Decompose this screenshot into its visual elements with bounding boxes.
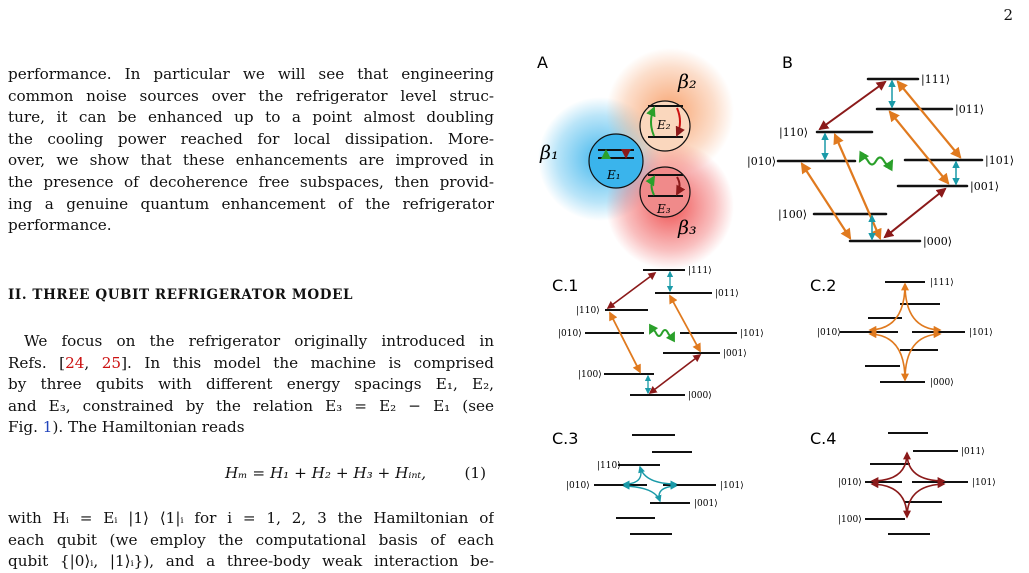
beta-1: β₁ xyxy=(539,142,559,164)
text-line: each qubit (we employ the computational … xyxy=(8,530,494,549)
qubit-1-circle xyxy=(588,133,644,189)
energy-label-3: E₃ xyxy=(656,202,671,216)
section-heading: II. THREE QUBIT REFRIGERATOR MODEL xyxy=(8,287,354,303)
text-line: qubit {|0⟩ᵢ, |1⟩ᵢ}), and a three-body we… xyxy=(8,552,494,571)
text-line: the presence of decoherence free subspac… xyxy=(8,172,494,191)
ket-101: |101⟩ xyxy=(740,329,764,339)
ket-001: |001⟩ xyxy=(723,349,747,359)
figure-1: A B C.1 C.2 C.3 C.4 β₁ β₂ β₃ E₁ E₂ E₃ xyxy=(537,48,1014,535)
panel-label-b: B xyxy=(782,53,793,72)
text-line: and E₃, constrained by the relation E₃ =… xyxy=(8,396,494,415)
ket-101: |101⟩ xyxy=(720,481,744,491)
citation-link-25[interactable]: 25 xyxy=(101,353,122,372)
ket-100: |100⟩ xyxy=(578,370,602,380)
energy-label-1: E₁ xyxy=(606,168,621,182)
text-line-with-figref: Fig. 1). The Hamiltonian reads xyxy=(8,417,494,439)
ket-101: |101⟩ xyxy=(969,328,993,338)
panel-label-a: A xyxy=(537,53,548,72)
paragraph-1: performance. In particular we will see t… xyxy=(8,64,494,237)
equation-body: Hₘ = H₁ + H₂ + H₃ + Hᵢₙₜ, xyxy=(225,464,427,482)
panel-c3-energy-diagram: |110⟩ |010⟩ |101⟩ |001⟩ xyxy=(566,434,744,535)
equation-1: Hₘ = H₁ + H₂ + H₃ + Hᵢₙₜ, (1) xyxy=(0,464,486,488)
ket-111: |111⟩ xyxy=(688,266,712,276)
text-fragment: Fig. xyxy=(8,418,43,437)
ket-000: |000⟩ xyxy=(688,391,712,401)
paragraph-2: We focus on the refrigerator originally … xyxy=(8,331,494,439)
panel-c1-energy-diagram: |111⟩ |011⟩ |110⟩ |010⟩ |101⟩ |001⟩ |100… xyxy=(558,266,764,401)
text-line: We focus on the refrigerator originally … xyxy=(24,332,494,350)
text-line: the cooling power reached for local diss… xyxy=(8,129,494,148)
ket-110: |110⟩ xyxy=(576,306,600,316)
ket-010: |010⟩ xyxy=(747,155,776,169)
panel-a: β₁ β₂ β₃ E₁ E₂ E₃ xyxy=(538,48,734,270)
ket-110: |110⟩ xyxy=(597,461,621,471)
panel-label-c2: C.2 xyxy=(810,276,836,295)
ket-010: |010⟩ xyxy=(566,481,590,491)
energy-label-2: E₂ xyxy=(656,118,671,132)
paragraph-intro: performance. In particular we will see t… xyxy=(8,64,494,237)
beta-3: β₃ xyxy=(677,217,697,239)
text-line: ing a genuine quantum enhancement of the… xyxy=(8,194,494,213)
figure-link-1[interactable]: 1 xyxy=(42,418,53,437)
citation-link-24[interactable]: 24 xyxy=(65,353,85,372)
ket-010: |010⟩ xyxy=(838,478,862,488)
paragraph-3: with Hᵢ = Eᵢ |1⟩ ⟨1|ᵢ for i = 1, 2, 3 th… xyxy=(8,508,494,573)
ket-111: |111⟩ xyxy=(921,73,950,87)
equation-number: (1) xyxy=(464,464,486,482)
text-line: over, we show that these enhancements ar… xyxy=(8,151,494,170)
ket-010: |010⟩ xyxy=(558,329,582,339)
ket-110: |110⟩ xyxy=(779,126,808,140)
text-fragment: ]. In this model the machine is comprise… xyxy=(121,353,494,372)
text-fragment: ). The Hamiltonian reads xyxy=(52,418,245,437)
ket-101: |101⟩ xyxy=(985,154,1014,168)
ket-001: |001⟩ xyxy=(694,499,718,509)
ket-010: |010⟩ xyxy=(817,328,841,338)
ket-011: |011⟩ xyxy=(715,289,739,299)
panel-label-c4: C.4 xyxy=(810,429,836,448)
ket-000: |000⟩ xyxy=(930,378,954,388)
ket-100: |100⟩ xyxy=(838,515,862,525)
text-line: ture, it can be enhanced up to a point a… xyxy=(8,108,494,127)
ket-000: |000⟩ xyxy=(923,235,952,249)
panel-label-c3: C.3 xyxy=(552,429,578,448)
text-fragment: , xyxy=(84,353,102,372)
panel-c2-energy-diagram: |111⟩ |010⟩ |101⟩ |000⟩ xyxy=(817,278,993,388)
ket-100: |100⟩ xyxy=(778,208,807,222)
panel-c4-energy-diagram: |011⟩ |010⟩ |101⟩ |100⟩ xyxy=(838,432,996,535)
ket-001: |001⟩ xyxy=(970,180,999,194)
text-fragment: Refs. [ xyxy=(8,353,66,372)
beta-2: β₂ xyxy=(677,71,697,93)
text-line: with Hᵢ = Eᵢ |1⟩ ⟨1|ᵢ for i = 1, 2, 3 th… xyxy=(8,509,494,527)
text-line: performance. xyxy=(8,216,112,235)
text-line: by three qubits with different energy sp… xyxy=(8,375,494,394)
ket-101: |101⟩ xyxy=(972,478,996,488)
text-line-with-refs: Refs. [24, 25]. In this model the machin… xyxy=(8,353,494,375)
panel-label-c1: C.1 xyxy=(552,276,578,295)
ket-111: |111⟩ xyxy=(930,278,954,288)
text-line: performance. In particular we will see t… xyxy=(8,65,494,83)
page-number: 2 xyxy=(1003,6,1013,24)
ket-011: |011⟩ xyxy=(961,447,985,457)
ket-011: |011⟩ xyxy=(955,103,984,117)
text-line: common noise sources over the refrigerat… xyxy=(8,86,494,105)
panel-b-energy-diagram: |111⟩ |011⟩ |110⟩ |010⟩ |101⟩ |001⟩ |100… xyxy=(747,73,1014,249)
